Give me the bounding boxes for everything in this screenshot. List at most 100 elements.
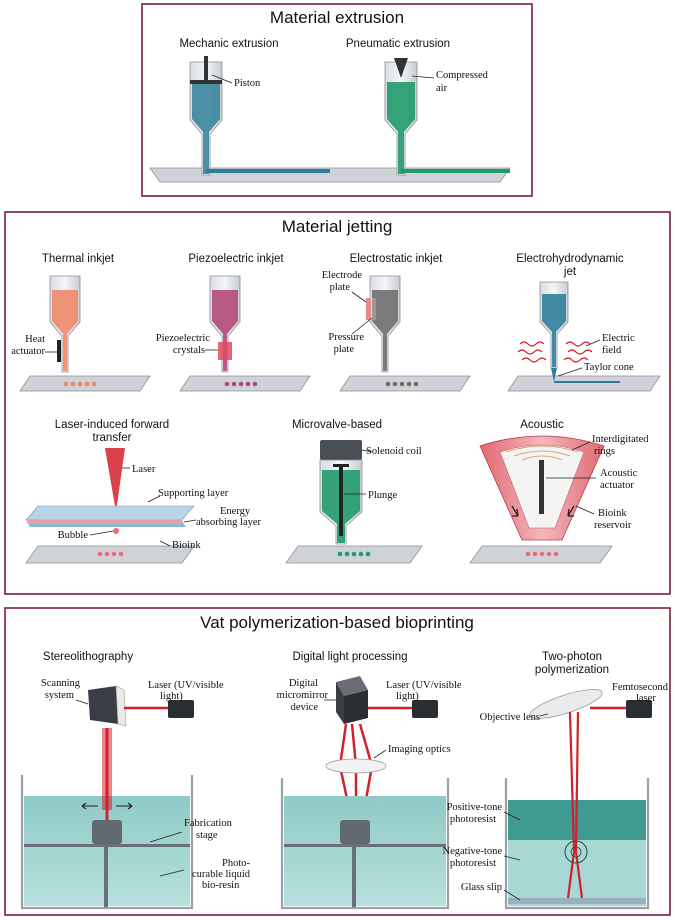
glass-label: Glass slip (461, 882, 502, 893)
air-label-1: Compressed (436, 70, 489, 81)
panel-material-extrusion: Material extrusion Mechanic extrusion Pi… (141, 3, 533, 197)
lift-title-1: Laser-induced forward (55, 419, 169, 431)
lift-title-2: transfer (93, 432, 132, 444)
pneumatic-title: Pneumatic extrusion (346, 38, 450, 50)
actuator-label-1: Acoustic (600, 468, 638, 479)
electrostatic-title: Electrostatic inkjet (350, 253, 443, 265)
plunge-label: Plunge (368, 490, 398, 501)
focal-voxel (564, 840, 588, 864)
ehd-title-2: jet (563, 266, 577, 278)
pos-label-2: photoresist (450, 814, 496, 825)
taylor-cone (551, 368, 557, 382)
acoustic: Acoustic Interdigitated rings Acoustic a… (469, 419, 649, 564)
reservoir-label-1: Bioink (598, 508, 627, 519)
lift-laser-beam (105, 448, 125, 512)
piezo-ink (212, 290, 238, 371)
piezo-title: Piezoelectric inkjet (188, 253, 284, 265)
microvalve-droplets (337, 551, 371, 557)
objective-lens (529, 689, 603, 719)
piston-head (190, 80, 222, 84)
electric-field-waves (517, 341, 593, 363)
electrode-label-2: plate (330, 282, 351, 293)
lift-laser-label: Laser (132, 464, 156, 475)
piezo-inkjet: Piezoelectric inkjet Piezoelectric cryst… (156, 253, 311, 392)
field-label-2: field (602, 345, 622, 356)
fs-laser-box (626, 700, 652, 718)
sla-stage (24, 844, 190, 847)
taylor-label: Taylor cone (584, 362, 634, 373)
mechanic-ink (192, 84, 220, 174)
stage-label-2: stage (196, 830, 218, 841)
piezo-crystals (218, 342, 232, 360)
air-label-2: air (436, 83, 448, 94)
dlp-print (340, 820, 370, 844)
crystals-label-1: Piezoelectric (156, 333, 211, 344)
neg-label-1: Negative-tone (443, 846, 503, 857)
pneumatic-extrusion: Pneumatic extrusion Compressed air (346, 38, 510, 176)
heat-actuator (57, 340, 61, 362)
solenoid-label: Solenoid coil (366, 446, 422, 457)
neg-label-2: photoresist (450, 858, 496, 869)
rings-label-2: rings (594, 446, 615, 457)
panel-vat-polymerization: Vat polymerization-based bioprinting Ste… (4, 607, 671, 916)
supporting-layer (25, 505, 195, 521)
scanning-system (88, 686, 118, 724)
panel-material-jetting: Material jetting Thermal inkjet Heat act… (4, 211, 671, 595)
stereolithography: Stereolithography Scanning system Laser … (20, 651, 251, 910)
pressure-plate (372, 298, 376, 320)
dlp-laser-label-1: Laser (UV/visible (386, 680, 462, 691)
stage-label-1: Fabrication (184, 818, 233, 829)
fs-label-1: Femtosecond (612, 682, 669, 693)
piston-rod (204, 56, 208, 81)
lift-bioink-label: Bioink (172, 540, 201, 551)
sla-print (92, 820, 122, 844)
resin-label-1: Photo- (222, 858, 251, 869)
interdigitated-rings (505, 445, 579, 461)
air-arrow (394, 58, 408, 78)
lift-droplets (97, 551, 124, 557)
dmd-device (344, 690, 368, 724)
pos-label-1: Positive-tone (447, 802, 503, 813)
dlp-stage (284, 844, 446, 847)
acoustic-droplets (525, 551, 559, 557)
mechanic-title: Mechanic extrusion (179, 38, 278, 50)
acoustic-title: Acoustic (520, 419, 564, 431)
sla-laser-box (168, 700, 194, 718)
digital-light-processing: Digital light processing Digital micromi… (277, 651, 462, 910)
pneumatic-ink (387, 82, 415, 174)
heat-label-2: actuator (11, 346, 45, 357)
dlp-laser-label-2: light) (396, 691, 419, 702)
dmd-label-1: Digital (289, 678, 318, 689)
tpp-title-1: Two-photon (542, 651, 602, 663)
energy-layer (26, 520, 184, 524)
actuator-label-2: actuator (600, 480, 634, 491)
ehd-jet: Electrohydrodynamic jet Electric field T… (507, 253, 661, 392)
electrostatic-inkjet: Electrostatic inkjet Electrode plate Pre… (322, 253, 471, 392)
bioink-layer (28, 524, 186, 527)
objective-label: Objective lens (480, 712, 540, 723)
dlp-resin (284, 796, 446, 906)
electrode-plate (366, 298, 371, 320)
scan-label-1: Scanning (41, 678, 81, 689)
thermal-ink (52, 290, 78, 371)
extrusion-title: Material extrusion (270, 8, 404, 27)
thermal-droplets (63, 381, 97, 387)
energy-label-1: Energy (220, 506, 251, 517)
plunger (339, 466, 343, 536)
ehd-title-1: Electrohydrodynamic (516, 253, 624, 265)
dmd-label-3: device (291, 702, 319, 713)
dlp-laser-box (412, 700, 438, 718)
reservoir-label-2: reservoir (594, 520, 632, 531)
electrostatic-droplets (385, 381, 419, 387)
solenoid-coil (320, 440, 362, 460)
pressure-label-2: plate (334, 344, 355, 355)
acoustic-actuator (539, 460, 544, 514)
pressure-label-1: Pressure (328, 332, 364, 343)
lift: Laser-induced forward transfer Laser Sup… (25, 419, 262, 564)
ehd-ink (542, 294, 566, 367)
optics-label: Imaging optics (388, 744, 451, 755)
electrode-label-1: Electrode (322, 270, 363, 281)
bubble-label: Bubble (58, 530, 89, 541)
electrostatic-ink (372, 290, 398, 371)
